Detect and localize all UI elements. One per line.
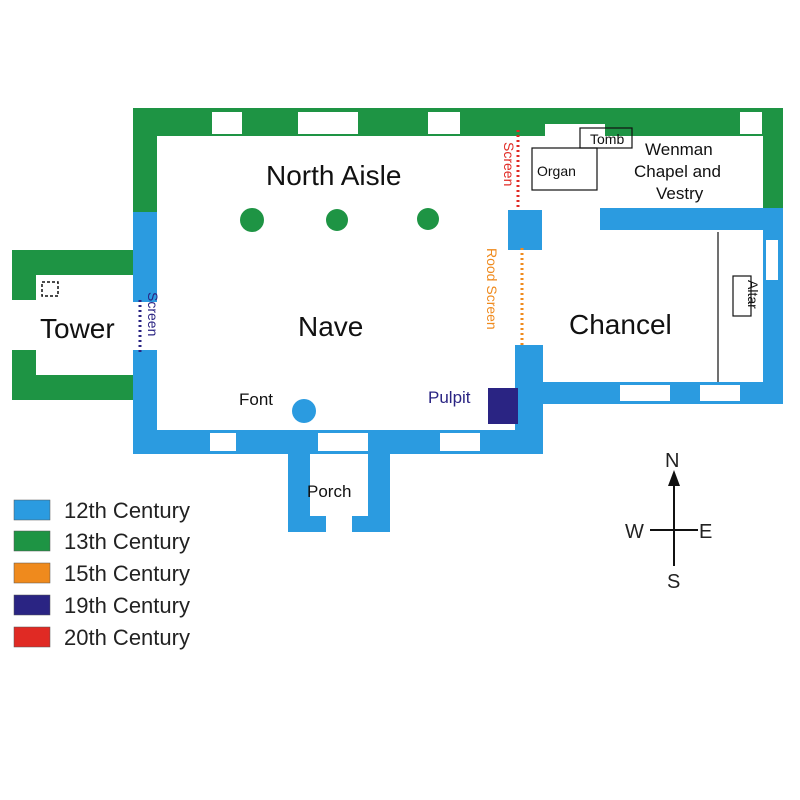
chancel-north-wall: [600, 208, 783, 230]
altar-box: [732, 275, 752, 317]
compass-rose: N S W E: [625, 450, 712, 593]
north-aisle-label: North Aisle: [266, 160, 401, 191]
compass-w: W: [625, 521, 644, 543]
legend-item: 20th Century: [13, 625, 190, 650]
legend-swatch-12th: [13, 499, 51, 521]
nave-west-wall: [133, 212, 157, 440]
altar-label: Altar: [745, 280, 761, 309]
north-aisle-east-wall: [763, 108, 783, 208]
legend-label-12th: 12th Century: [64, 498, 190, 523]
tomb-label: Tomb: [590, 131, 624, 147]
chancel-east-wall: [763, 208, 783, 404]
tower-stair: [41, 281, 59, 297]
compass-s: S: [667, 571, 680, 593]
porch-label: Porch: [307, 482, 351, 501]
rood-screen-label: Rood Screen: [484, 248, 500, 330]
pillar-3: [417, 208, 439, 230]
tower-west-gap: [12, 300, 38, 350]
legend-item: 15th Century: [13, 561, 190, 586]
legend-swatch-15th: [13, 562, 51, 584]
north-arrow-icon: [668, 470, 680, 486]
pulpit-block: [488, 388, 518, 424]
pillar-1: [240, 208, 264, 232]
organ-box: [531, 147, 598, 191]
organ-label: Organ: [537, 163, 576, 179]
legend-swatch-20th: [13, 626, 51, 648]
tower-walls: [12, 250, 140, 400]
legend-label-15th: 15th Century: [64, 561, 190, 586]
pulpit-label: Pulpit: [428, 388, 471, 407]
chancel-wall-gaps: [620, 240, 778, 401]
font-basin: [292, 399, 316, 423]
legend-swatch-19th: [13, 594, 51, 616]
legend-label-20th: 20th Century: [64, 625, 190, 650]
north-aisle-west-wall: [133, 108, 157, 214]
compass-e: E: [699, 521, 712, 543]
chancel-arch-piers: [508, 210, 543, 445]
legend-item: 13th Century: [13, 529, 190, 554]
compass-n: N: [665, 450, 679, 472]
legend-item: 12th Century: [13, 498, 190, 523]
legend-swatch-13th: [13, 530, 51, 552]
chancel-label: Chancel: [569, 309, 672, 340]
tower-label: Tower: [40, 313, 115, 344]
arcade-pillars: [240, 208, 439, 232]
wenman-label-2: Chapel and: [634, 162, 721, 181]
legend-label-13th: 13th Century: [64, 529, 190, 554]
tomb-box: [579, 127, 633, 149]
south-wall-gaps: [210, 433, 480, 451]
nave-label: Nave: [298, 311, 363, 342]
aisle-screen-label: Screen: [501, 142, 517, 186]
legend-label-19th: 19th Century: [64, 593, 190, 618]
font-label: Font: [239, 390, 273, 409]
wenman-label-1: Wenman: [645, 140, 713, 159]
wenman-label-3: Vestry: [656, 184, 704, 203]
pillar-2: [326, 209, 348, 231]
legend: 12th Century 13th Century 15th Century 1…: [13, 498, 190, 650]
legend-item: 19th Century: [13, 593, 190, 618]
porch-walls: [288, 440, 390, 532]
tower-interior: [36, 275, 140, 375]
tower-screen-label: Screen: [145, 292, 161, 336]
